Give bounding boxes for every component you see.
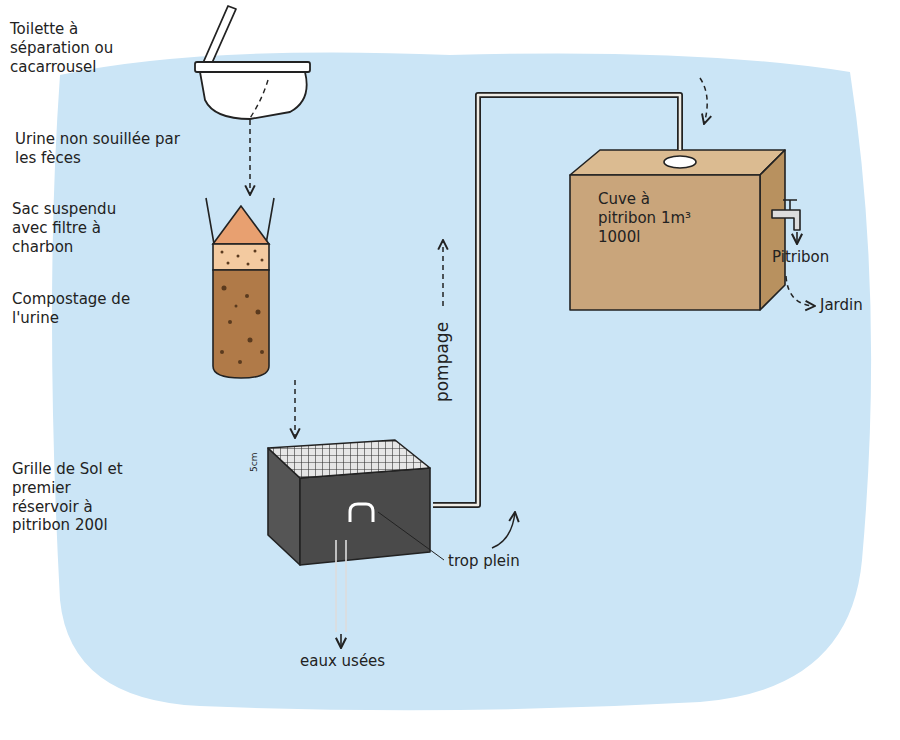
tank-node: Cuve à pitribon 1m³ 1000l <box>570 150 785 310</box>
node-heading: Sac suspendu avec filtre à charbon <box>12 200 142 256</box>
connectors <box>250 95 680 505</box>
node-heading: Cuve à pitribon 1m³ 1000l <box>598 190 693 246</box>
flow-arrow <box>249 120 251 195</box>
flow-arrows <box>443 78 815 548</box>
pump-pipe <box>433 95 680 505</box>
node-heading: Grille de Sol et premier réservoir à pit… <box>12 460 132 535</box>
text-label: 5cm <box>249 453 260 472</box>
toilet-drawing <box>195 6 310 119</box>
edge-label: pompage <box>432 322 453 402</box>
toilet-node: Toilette à séparation ou cacarrousel <box>195 0 310 120</box>
node-heading: Toilette à séparation ou cacarrousel <box>10 20 160 76</box>
text-label: Pitribon <box>772 248 829 267</box>
background-blob <box>52 53 871 711</box>
tank <box>570 150 800 310</box>
edge-label: Urine non souillée par les fèces <box>15 130 185 168</box>
flow-arrow <box>294 380 296 438</box>
grid-reservoir <box>268 440 444 648</box>
node-note: Compostage de l'urine <box>12 290 142 328</box>
bag-node: Sac suspendu avec filtre à charbonCompos… <box>200 195 300 380</box>
text-label: Jardin <box>820 296 863 315</box>
pipe-core <box>433 95 680 505</box>
text-label: trop plein <box>448 552 520 571</box>
reservoir-node: Grille de Sol et premier réservoir à pit… <box>265 438 433 568</box>
text-label: eaux usées <box>300 652 385 671</box>
hanging-bag <box>206 198 274 378</box>
